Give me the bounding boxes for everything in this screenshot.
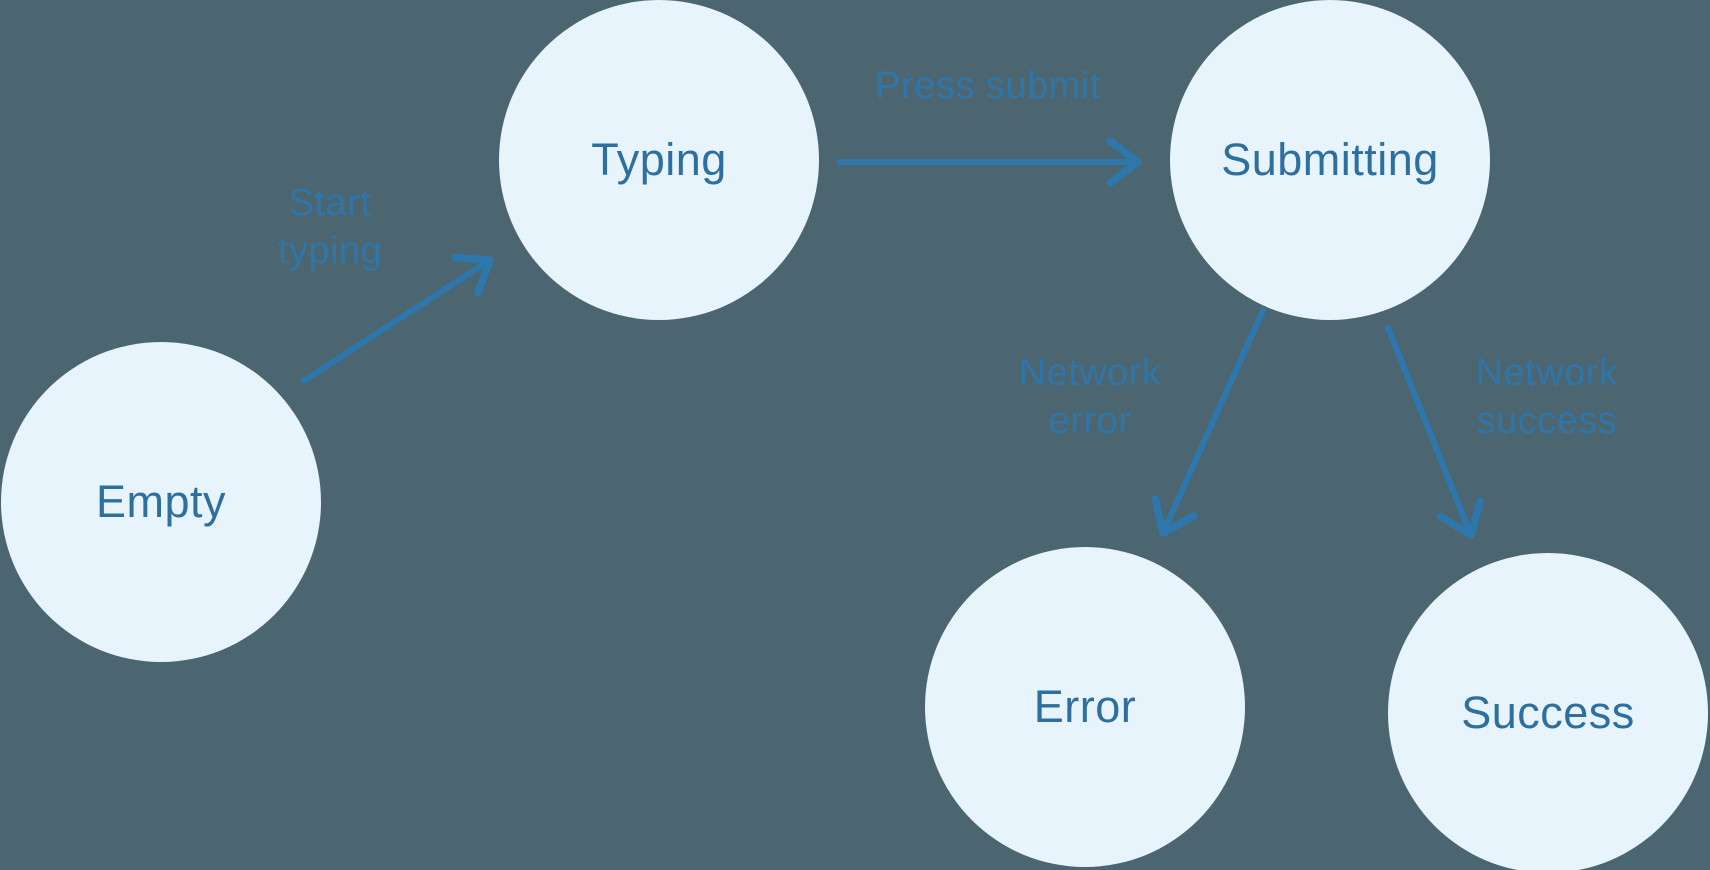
state-node-empty: Empty <box>1 342 321 662</box>
state-node-submitting: Submitting <box>1170 0 1490 320</box>
state-label-success: Success <box>1461 687 1635 738</box>
edge-label-network-error: Network error <box>1018 352 1162 442</box>
state-node-typing: Typing <box>499 0 819 320</box>
edge-label-start-typing: Start typing <box>277 182 383 272</box>
state-node-error: Error <box>925 547 1245 867</box>
edge-arrow-empty-to-typing <box>300 253 494 385</box>
state-node-success: Success <box>1388 553 1708 870</box>
edge-label-press-submit: Press submit <box>875 65 1101 108</box>
state-label-empty: Empty <box>95 476 227 527</box>
state-label-submitting: Submitting <box>1221 134 1439 185</box>
edge-label-network-success: Network success <box>1475 352 1619 442</box>
state-label-error: Error <box>1033 681 1137 732</box>
state-label-typing: Typing <box>591 134 727 185</box>
